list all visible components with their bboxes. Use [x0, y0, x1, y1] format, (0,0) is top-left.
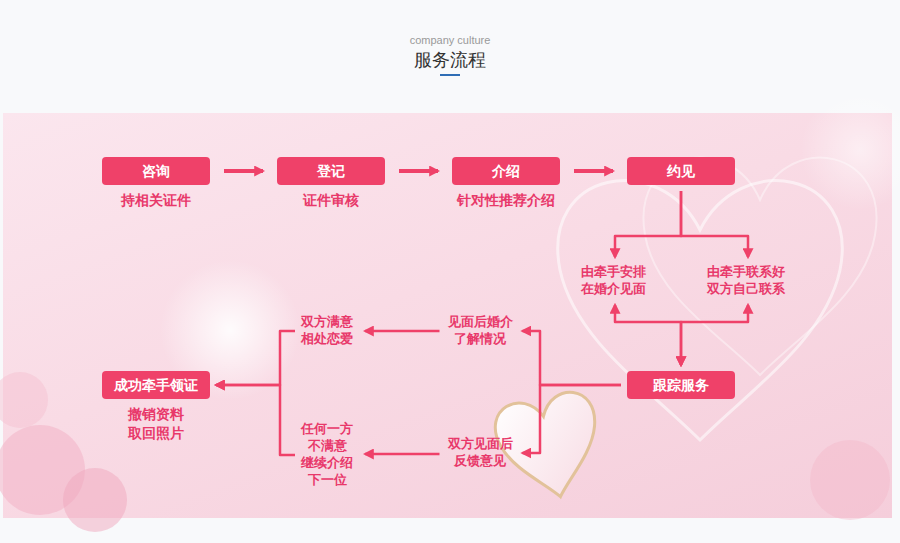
step-name: 跟踪服务 — [653, 376, 709, 394]
step-name: 双方满意 相处恋爱 — [301, 313, 353, 347]
process-box: 成功牵手领证撤销资料 取回照片 — [102, 371, 210, 399]
step-text: 双方满意 相处恋爱 — [301, 313, 357, 349]
process-box: 咨询持相关证件 — [102, 157, 210, 185]
flow-arrow — [574, 169, 613, 173]
step-name: 咨询 — [142, 162, 170, 180]
flow-arrow — [615, 191, 681, 257]
flow-arrow — [365, 453, 440, 456]
step-text: 双方见面后 反馈意见 — [448, 435, 517, 471]
rose-blob — [63, 468, 127, 532]
step-note: 持相关证件 — [121, 191, 191, 210]
step-name: 登记 — [317, 162, 345, 180]
step-name: 成功牵手领证 — [114, 376, 198, 394]
step-text: 由牵手安排 在婚介见面 — [581, 263, 650, 299]
step-name: 约见 — [667, 162, 695, 180]
section-label: company culture — [410, 34, 491, 46]
step-name: 双方见面后 反馈意见 — [448, 435, 513, 469]
step-name: 介绍 — [492, 162, 520, 180]
rose-blob — [810, 440, 890, 520]
heart-outline — [558, 181, 842, 440]
flow-arrow — [681, 191, 748, 257]
flow-arrow — [216, 331, 295, 385]
flow-arrow — [523, 331, 622, 385]
page-title: 服务流程 — [414, 48, 486, 72]
step-text: 由牵手联系好 双方自己联系 — [707, 263, 789, 299]
step-note: 针对性推荐介绍 — [457, 191, 555, 210]
process-box: 约见 — [627, 157, 735, 185]
heart-outline — [643, 158, 876, 375]
process-box: 跟踪服务 — [627, 371, 735, 399]
step-note: 撤销资料 取回照片 — [128, 405, 184, 443]
flow-arrow — [615, 305, 681, 365]
flow-arrow — [399, 169, 438, 173]
title-underline — [440, 74, 460, 76]
step-text: 任何一方 不满意 继续介绍 下一位 — [301, 420, 357, 490]
rose-blob — [0, 372, 48, 428]
flow-arrow — [523, 385, 622, 453]
flow-arrow — [216, 385, 295, 455]
process-box: 登记证件审核 — [277, 157, 385, 185]
step-name: 见面后婚介 了解情况 — [448, 313, 513, 347]
step-text: 见面后婚介 了解情况 — [448, 313, 517, 349]
step-name: 任何一方 不满意 继续介绍 下一位 — [301, 420, 353, 488]
step-note: 证件审核 — [303, 191, 359, 210]
flow-arrow — [681, 305, 748, 365]
process-box: 介绍针对性推荐介绍 — [452, 157, 560, 185]
flow-arrow — [224, 169, 263, 173]
step-name: 由牵手联系好 双方自己联系 — [707, 263, 785, 297]
flow-arrow — [365, 330, 440, 333]
step-name: 由牵手安排 在婚介见面 — [581, 263, 646, 297]
